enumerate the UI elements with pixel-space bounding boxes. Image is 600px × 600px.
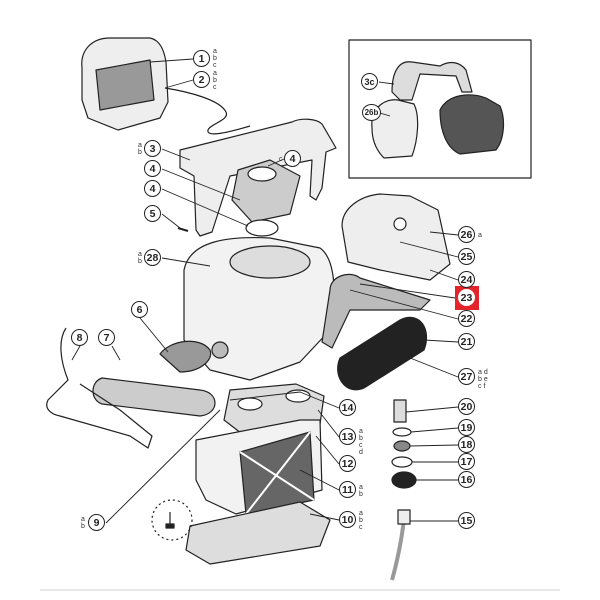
- power-cable: [164, 87, 251, 135]
- callout-20[interactable]: 20: [458, 398, 475, 415]
- callout-14[interactable]: 14: [339, 399, 356, 416]
- callout-23-highlighted[interactable]: 23: [458, 289, 475, 306]
- callout-4c[interactable]: 4: [284, 150, 301, 167]
- inset-callout-3c[interactable]: 3c: [361, 73, 378, 90]
- callout-4[interactable]: 4: [144, 160, 161, 177]
- callout-3[interactable]: 3: [144, 140, 161, 157]
- check-valve: [245, 219, 279, 237]
- tube: [393, 399, 407, 423]
- callout-1-variants: a b c: [213, 48, 217, 69]
- callout-15[interactable]: 15: [458, 512, 475, 529]
- callout-28-variants: a b: [138, 251, 142, 265]
- leader-lines: [71, 58, 459, 524]
- bottom-lid: [185, 501, 331, 565]
- callout-8[interactable]: 8: [71, 329, 88, 346]
- callout-11[interactable]: 11: [339, 481, 356, 498]
- callout-4c-variants: c: [279, 156, 283, 163]
- callout-10-variants: a b c: [359, 510, 363, 531]
- callout-21[interactable]: 21: [458, 333, 475, 350]
- callout-12[interactable]: 12: [339, 455, 356, 472]
- callout-6[interactable]: 6: [131, 301, 148, 318]
- callout-4b[interactable]: 4: [144, 180, 161, 197]
- callout-19[interactable]: 19: [458, 419, 475, 436]
- side-frame: [46, 327, 153, 449]
- screw: [177, 227, 189, 232]
- callout-26-variants: a: [478, 232, 482, 239]
- callout-17[interactable]: 17: [458, 453, 475, 470]
- callout-11-variants: a b: [359, 484, 363, 498]
- brush: [337, 316, 428, 391]
- callout-10[interactable]: 10: [339, 511, 356, 528]
- callout-13-variants: a b c d: [359, 428, 363, 456]
- track-left: [92, 377, 216, 417]
- inset-cover-right: [439, 94, 505, 155]
- callout-7[interactable]: 7: [98, 329, 115, 346]
- track-right: [321, 273, 431, 349]
- inset-callout-26b[interactable]: 26b: [362, 104, 381, 121]
- callout-5[interactable]: 5: [144, 205, 161, 222]
- inset-frame: [348, 39, 532, 179]
- callout-9[interactable]: 9: [88, 514, 105, 531]
- float-cable: [390, 517, 406, 581]
- inset-handle: [391, 61, 473, 101]
- callout-18[interactable]: 18: [458, 436, 475, 453]
- callout-13[interactable]: 13: [339, 428, 356, 445]
- callout-28[interactable]: 28: [144, 249, 161, 266]
- callout-1[interactable]: 1: [193, 50, 210, 67]
- callout-22[interactable]: 22: [458, 310, 475, 327]
- callout-27[interactable]: 27: [458, 368, 475, 385]
- callout-2-variants: a b c: [213, 70, 217, 91]
- callout-27-variants: a d b e c f: [478, 369, 488, 390]
- callout-26[interactable]: 26: [458, 226, 475, 243]
- impeller-assembly: [159, 340, 212, 373]
- callout-9-variants: a b: [81, 516, 85, 530]
- callout-24[interactable]: 24: [458, 271, 475, 288]
- callout-25[interactable]: 25: [458, 248, 475, 265]
- side-plate: [341, 193, 451, 281]
- callout-3-variants: a b: [138, 142, 142, 156]
- handle: [179, 118, 337, 237]
- callout-2[interactable]: 2: [193, 71, 210, 88]
- callout-16[interactable]: 16: [458, 471, 475, 488]
